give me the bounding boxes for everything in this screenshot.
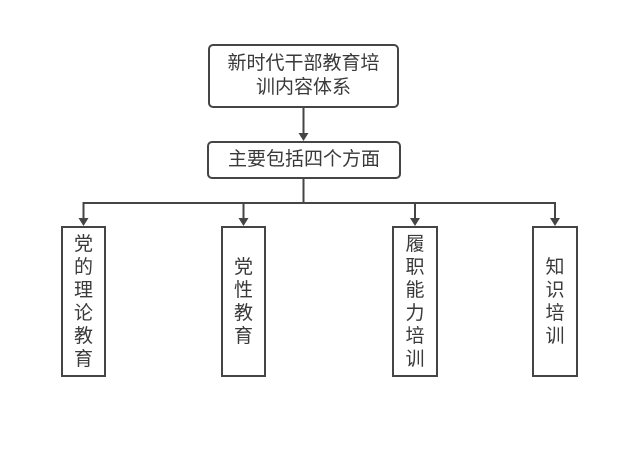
branch-label: 履职能力培训 [405, 233, 425, 370]
node-four-aspects: 主要包括四个方面 [207, 141, 401, 179]
node-summary-label: 主要包括四个方面 [227, 149, 380, 170]
node-party-theory-education: 党的理论教育 [61, 226, 106, 377]
branch-label: 党性教育 [234, 256, 254, 347]
node-party-spirit-education: 党性教育 [221, 226, 266, 377]
branch-label: 知识培训 [545, 256, 565, 347]
node-title-label: 新时代干部教育培训内容体系 [227, 53, 380, 98]
node-training-content-system: 新时代干部教育培训内容体系 [208, 44, 399, 108]
node-performance-ability-training: 履职能力培训 [392, 226, 438, 377]
branch-label: 党的理论教育 [74, 233, 94, 370]
node-knowledge-training: 知识培训 [532, 226, 578, 377]
